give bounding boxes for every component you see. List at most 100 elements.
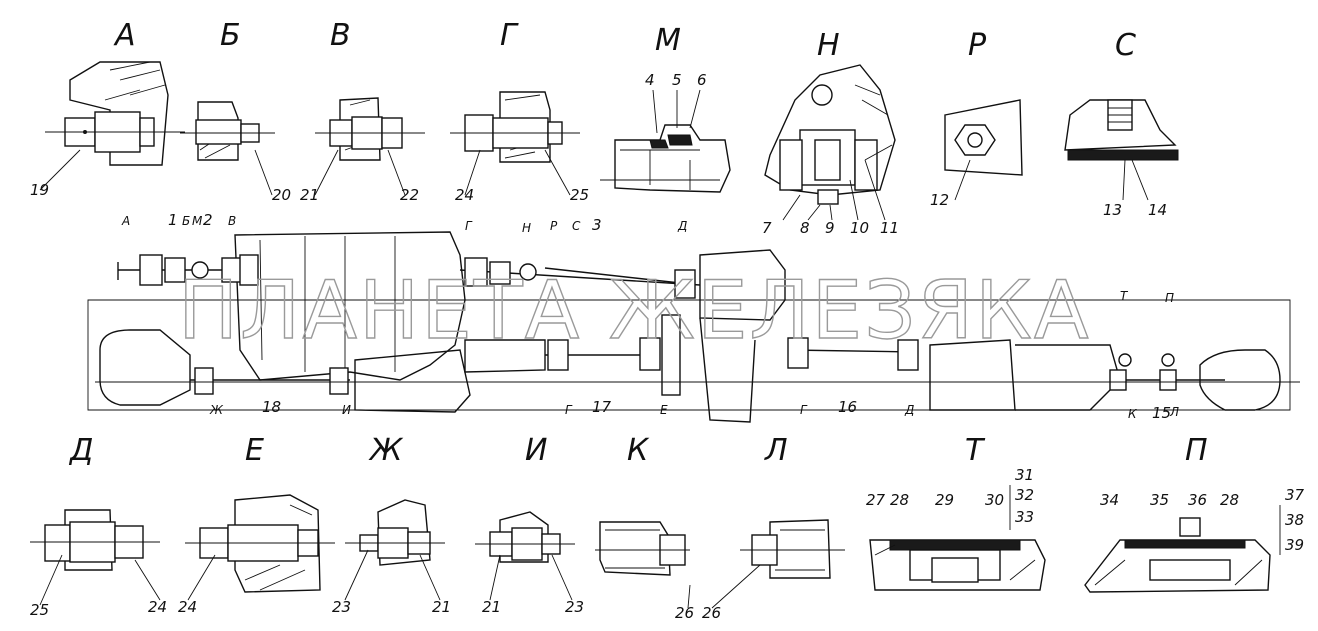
callout-39: 39: [1285, 536, 1304, 554]
top-view-letters: А Б В Г М Н Р С: [113, 18, 1136, 63]
callout-25: 25: [570, 186, 589, 204]
callout-7: 7: [762, 219, 772, 237]
callout-26-l: 26: [702, 604, 721, 622]
marker-s: С: [572, 219, 581, 233]
detail-view-i: [475, 511, 575, 563]
callout-13: 13: [1103, 201, 1122, 219]
view-letter-e: Е: [245, 433, 264, 468]
callouts-bottom: 25 24 24 23 21 21 23 26 26 27 28 29 30 3…: [30, 466, 1305, 622]
callout-26-k: 26: [675, 604, 694, 622]
detail-view-n: [764, 64, 896, 205]
view-letter-k: К: [627, 433, 650, 468]
view-letter-l: Л: [764, 433, 788, 468]
callout-32: 32: [1015, 486, 1034, 504]
callout-24-d: 24: [148, 598, 167, 616]
marker-g: Г: [465, 219, 473, 233]
marker-i: И: [342, 403, 351, 417]
detail-view-k: [595, 521, 690, 576]
callout-31: 31: [1015, 466, 1034, 484]
callout-20: 20: [272, 186, 291, 204]
callout-9: 9: [825, 219, 835, 237]
detail-view-pi: [1084, 517, 1271, 593]
marker-d-lower: Д: [904, 403, 914, 417]
view-letter-t: Т: [965, 433, 986, 468]
view-letter-i: И: [525, 433, 547, 468]
callout-36: 36: [1188, 491, 1207, 509]
marker-g-lower: Г: [565, 403, 573, 417]
callout-35: 35: [1150, 491, 1169, 509]
callout-11: 11: [880, 219, 899, 237]
callout-16: 16: [838, 398, 857, 416]
callout-21-zh: 21: [432, 598, 451, 616]
detail-view-g: [450, 91, 580, 163]
marker-p: Р: [550, 219, 558, 233]
callout-8: 8: [800, 219, 810, 237]
assembly-markers: А Б М В Г Н Р С Д Ж И Г Е Г Д К Л Т П: [121, 214, 1179, 421]
callout-19: 19: [30, 181, 49, 199]
callout-28: 28: [890, 491, 909, 509]
marker-g-right: Г: [800, 403, 808, 417]
callout-18: 18: [262, 398, 281, 416]
callout-10: 10: [850, 219, 869, 237]
bottom-leaders: [39, 485, 1281, 609]
marker-d-top: Д: [677, 219, 687, 233]
detail-view-e: [185, 494, 335, 593]
callout-28-pi: 28: [1220, 491, 1239, 509]
callout-14: 14: [1148, 201, 1167, 219]
marker-n: Н: [522, 221, 531, 235]
view-letter-b: Б: [220, 18, 241, 53]
detail-view-a: [45, 61, 185, 166]
view-letter-zh: Ж: [368, 433, 404, 468]
view-letter-n: Н: [817, 28, 840, 63]
marker-zh: Ж: [209, 403, 224, 417]
callout-33: 33: [1015, 508, 1034, 526]
detail-view-m: [600, 124, 731, 193]
marker-e: Е: [660, 403, 668, 417]
callout-24: 24: [455, 186, 474, 204]
view-letter-v: В: [330, 18, 351, 53]
callout-23-zh: 23: [332, 598, 351, 616]
callout-37: 37: [1285, 486, 1305, 504]
view-letter-p: Р: [968, 28, 987, 63]
detail-view-l: [740, 519, 845, 579]
marker-k: К: [1128, 407, 1137, 421]
callout-21: 21: [300, 186, 319, 204]
callout-5: 5: [672, 71, 682, 89]
detail-view-v: [315, 97, 425, 161]
view-letter-a: А: [113, 18, 136, 53]
callout-23-i: 23: [565, 598, 584, 616]
callout-3: 3: [592, 216, 602, 234]
callout-4: 4: [645, 71, 655, 89]
main-assembly: [87, 231, 1300, 423]
marker-b: Б: [182, 214, 190, 228]
watermark: ПЛАНЕТА ЖЕЛЕЗЯКА: [178, 264, 1091, 357]
detail-view-zh: [345, 499, 445, 566]
view-letter-s: С: [1115, 28, 1136, 63]
marker-pi: П: [1165, 291, 1174, 305]
view-letter-g: Г: [500, 18, 519, 53]
callout-2: 2: [203, 211, 213, 229]
callout-29: 29: [935, 491, 954, 509]
callout-15: 15: [1152, 404, 1171, 422]
marker-t: Т: [1120, 289, 1129, 303]
detail-view-b: [180, 101, 275, 161]
callout-24-e: 24: [178, 598, 197, 616]
view-letter-m: М: [655, 23, 681, 58]
marker-l: Л: [1169, 405, 1179, 419]
callout-22: 22: [400, 186, 419, 204]
detail-view-t: [869, 539, 1046, 591]
callouts-top: 19 20 21 22 24 25 4 5 6 7 8 9 10 11 12 1…: [30, 71, 1167, 237]
detail-view-d: [30, 509, 160, 571]
marker-m: М: [192, 214, 203, 228]
callouts-assembly: 1 2 3 15 16 17 18: [168, 211, 1171, 422]
bottom-view-letters: Д Е Ж И К Л Т П: [68, 433, 1208, 468]
marker-a: А: [121, 214, 130, 228]
marker-v: В: [228, 214, 236, 228]
callout-17: 17: [592, 398, 612, 416]
view-letter-pi: П: [1185, 433, 1208, 468]
detail-view-s: [1064, 99, 1179, 161]
callout-25-d: 25: [30, 601, 49, 619]
callout-12: 12: [930, 191, 949, 209]
callout-1: 1: [168, 211, 178, 229]
